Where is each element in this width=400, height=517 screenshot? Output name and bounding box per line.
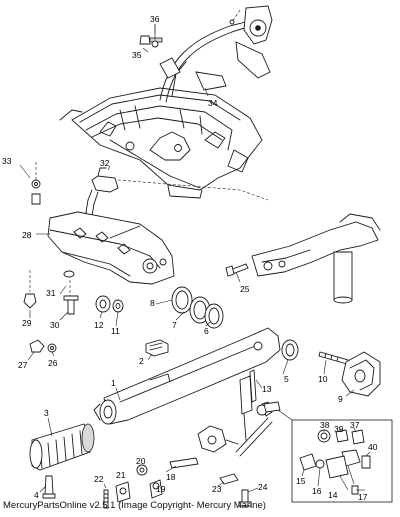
callout-11: 11 [111, 326, 120, 336]
part-1-swivel-tube [93, 327, 281, 441]
part-10-bolt [318, 351, 349, 365]
washers-6-7-8 [171, 286, 224, 329]
callout-15: 15 [296, 476, 306, 486]
callout-10: 10 [318, 374, 328, 384]
callout-37: 37 [350, 420, 360, 430]
engine-frame-drawing [59, 87, 263, 199]
callout-28: 28 [22, 230, 32, 240]
callout-24: 24 [258, 482, 268, 492]
callout-29: 29 [22, 318, 32, 328]
callout-4: 4 [34, 490, 39, 500]
callout-20: 20 [136, 456, 146, 466]
inset-detail-box [277, 409, 393, 503]
callout-40: 40 [368, 442, 378, 452]
callout-8: 8 [150, 298, 155, 308]
callout-12: 12 [94, 320, 104, 330]
callout-3: 3 [44, 408, 49, 418]
callout-33: 33 [2, 156, 12, 166]
callout-36: 36 [150, 14, 160, 24]
callout-32: 32 [100, 158, 110, 168]
part-9-knob [341, 351, 381, 397]
callout-18: 18 [166, 472, 176, 482]
callout-23: 23 [212, 484, 222, 494]
callout-26: 26 [48, 358, 58, 368]
callout-22: 22 [94, 474, 104, 484]
part-2-clip [145, 339, 169, 357]
callout-38: 38 [320, 420, 330, 430]
callout-14: 14 [328, 490, 338, 500]
callout-34: 34 [208, 98, 218, 108]
callout-25: 25 [240, 284, 250, 294]
callout-21: 21 [116, 470, 126, 480]
leader-lines [19, 24, 371, 493]
callout-27: 27 [18, 360, 28, 370]
part-28-bracket [47, 211, 175, 285]
callout-17: 17 [358, 492, 368, 502]
parts-29-31 [23, 162, 79, 315]
callout-16: 16 [312, 486, 322, 496]
callout-9: 9 [338, 394, 343, 404]
bolt-35-36 [139, 24, 163, 48]
callout-31: 31 [46, 288, 56, 298]
callout-numbers: 1 2 3 4 5 6 7 8 9 10 11 12 13 14 15 16 1… [2, 14, 378, 502]
callout-35: 35 [132, 50, 142, 60]
callout-5: 5 [284, 374, 289, 384]
callout-7: 7 [172, 320, 177, 330]
parts-26-27 [29, 339, 57, 353]
callout-30: 30 [50, 320, 60, 330]
callout-39: 39 [334, 424, 344, 434]
callout-19: 19 [156, 484, 166, 494]
copyright-caption: MercuryPartsOnline v2.5.1 (Image Copyrig… [3, 500, 266, 511]
callout-13: 13 [262, 384, 272, 394]
throttle-linkage [159, 5, 273, 103]
callout-6: 6 [204, 326, 209, 336]
bolt-25 [225, 263, 249, 277]
part-3-grip [29, 423, 95, 471]
part-4-screw [42, 475, 56, 499]
callout-1: 1 [111, 378, 116, 388]
parts-23-24 [219, 473, 252, 507]
part-5-bushing [281, 339, 299, 361]
rod-assembly [169, 401, 281, 469]
parts-19-22 [103, 464, 163, 509]
swivel-bracket-right [251, 213, 381, 304]
parts-11-12 [95, 295, 124, 313]
callout-2: 2 [139, 356, 144, 366]
